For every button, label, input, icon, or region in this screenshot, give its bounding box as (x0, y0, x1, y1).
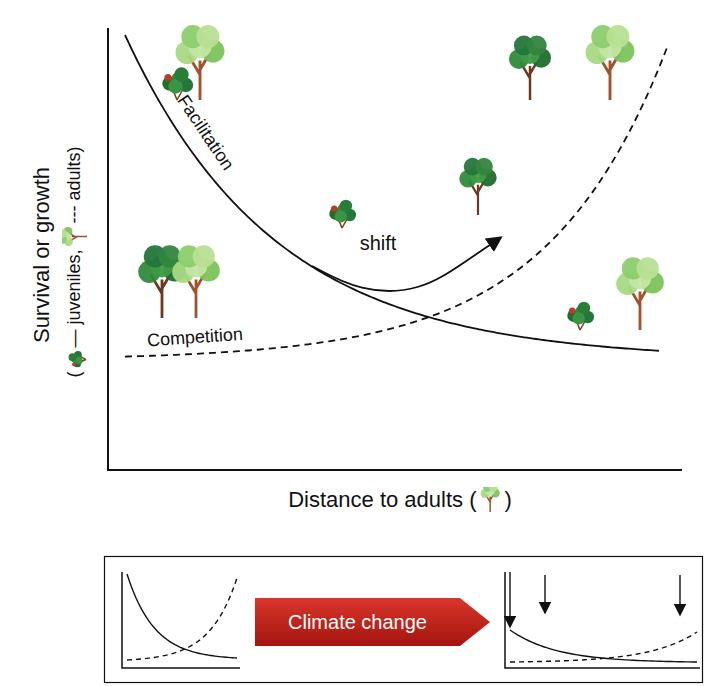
mini-axes (505, 572, 700, 668)
adult-tree (481, 487, 500, 512)
down-arrow (679, 575, 680, 614)
mini-competition (510, 632, 697, 662)
shift-arrow (312, 238, 500, 291)
tree-icon (62, 226, 88, 246)
axis-title-part: --- adults) (65, 146, 85, 223)
axis-title: Survival or growth (30, 167, 54, 343)
curve-label: Competition (146, 325, 243, 351)
curve-label: shift (360, 232, 397, 254)
adult-tree (616, 257, 664, 330)
competition-curve (125, 45, 668, 357)
curve-label: Facilitation (173, 92, 238, 174)
axes (108, 28, 682, 470)
adult-tree (586, 25, 635, 100)
down-arrow (544, 575, 545, 612)
shrub-tree (329, 200, 356, 228)
axis-title: ( — juveniles, --- adults) (62, 146, 88, 377)
axis-title-part: ) (504, 488, 511, 512)
axis-title: Distance to adults () (288, 487, 512, 513)
arrow-outline (255, 598, 490, 646)
climate-arrow: Climate change (255, 598, 490, 646)
tree-icon (62, 351, 88, 369)
adult-tree (176, 25, 225, 100)
panel-frame (105, 557, 703, 683)
adult-tree (172, 245, 220, 318)
shrub-tree (69, 351, 86, 367)
mini-facilitation (510, 630, 697, 662)
down-arrow (509, 572, 510, 626)
tree-icon (479, 487, 501, 513)
facilitation-curve (125, 35, 659, 351)
mini-axes (122, 572, 240, 668)
axis-title-part: ( (65, 372, 85, 378)
adult-tree (62, 227, 87, 246)
young-tree (509, 36, 551, 100)
young-tree (459, 158, 496, 215)
arrow-label: Climate change (255, 598, 460, 646)
shrub-tree (567, 302, 594, 330)
mini-competition (127, 578, 237, 660)
axis-title-part: — juveniles, (65, 249, 85, 347)
axis-title-part: Distance to adults ( (288, 488, 476, 512)
